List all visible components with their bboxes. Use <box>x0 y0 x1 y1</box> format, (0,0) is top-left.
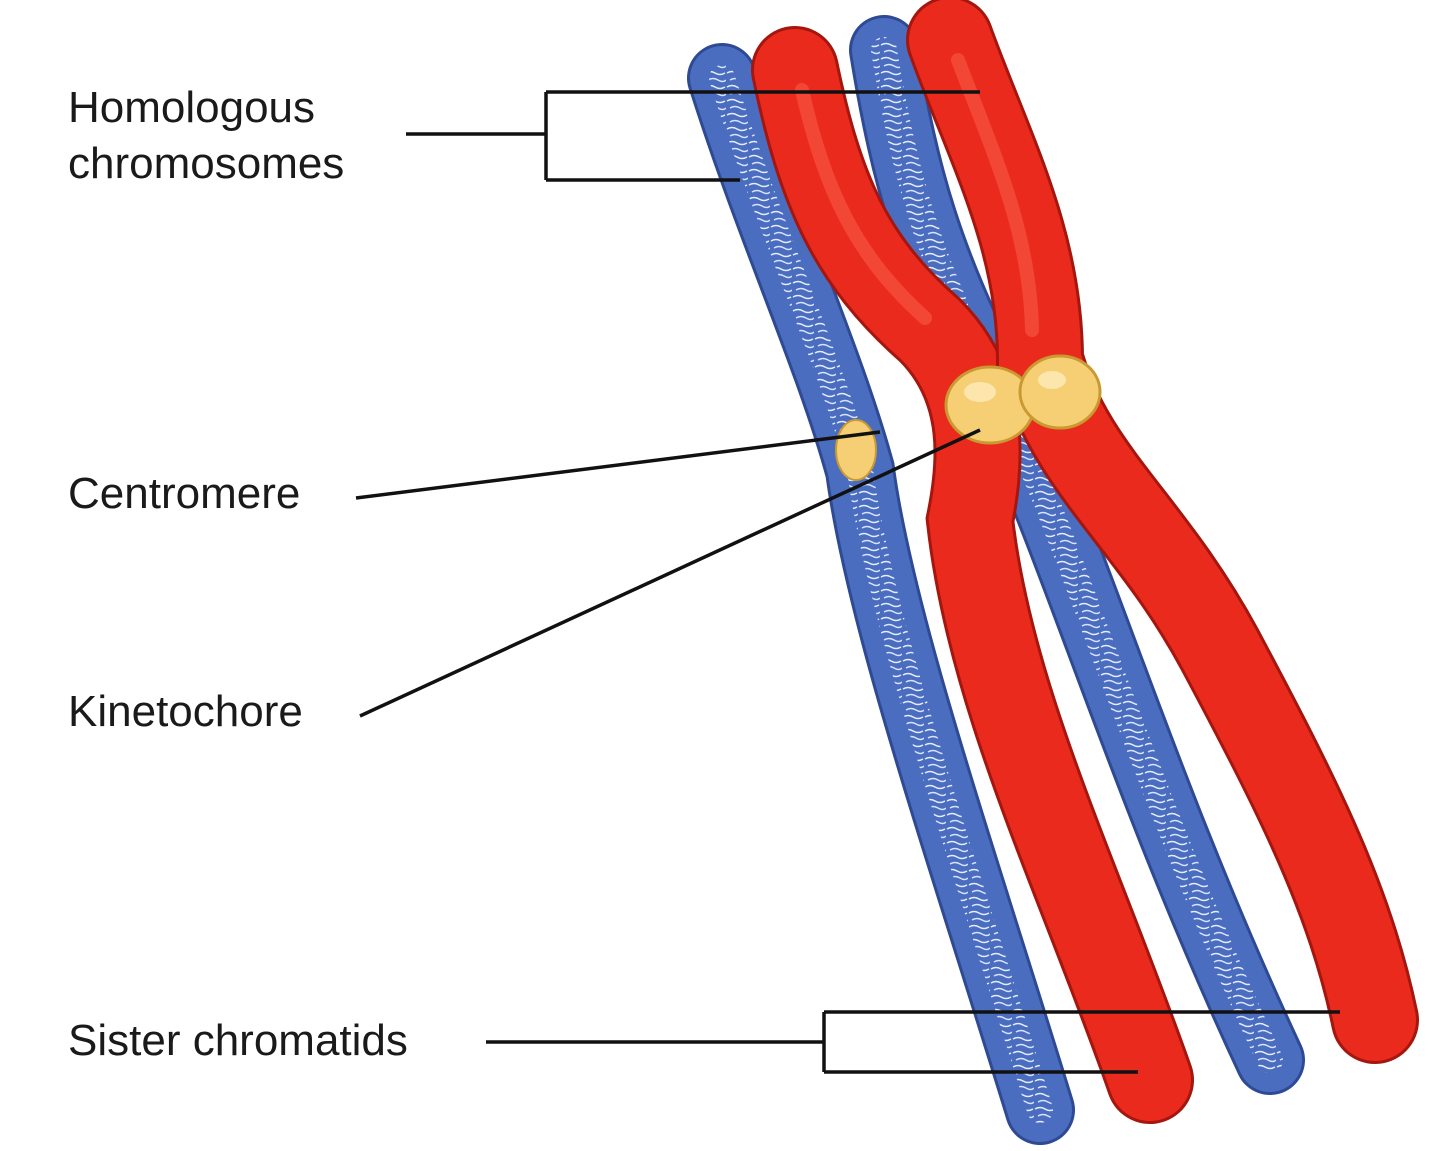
homologous-label-line2: chromosomes <box>68 139 345 188</box>
homologous-label-line1: Homologous <box>68 83 316 132</box>
blue-chromatid-1 <box>687 43 1075 1145</box>
kinetochore-label: Kinetochore <box>68 687 303 736</box>
centromere-label: Centromere <box>68 469 301 518</box>
centromere-leader <box>355 430 881 500</box>
kinetochore-shape <box>944 354 1102 445</box>
sister-chromatids-label: Sister chromatids <box>68 1016 408 1065</box>
homologous-chromosomes-label: Homologous chromosomes <box>68 80 344 192</box>
kinetochore-leader <box>359 428 981 718</box>
red-chromatid-1 <box>751 26 1194 1124</box>
red-chromatid-2 <box>906 0 1419 1064</box>
blue-centromere <box>835 419 877 481</box>
leader-lines <box>355 90 1340 1074</box>
